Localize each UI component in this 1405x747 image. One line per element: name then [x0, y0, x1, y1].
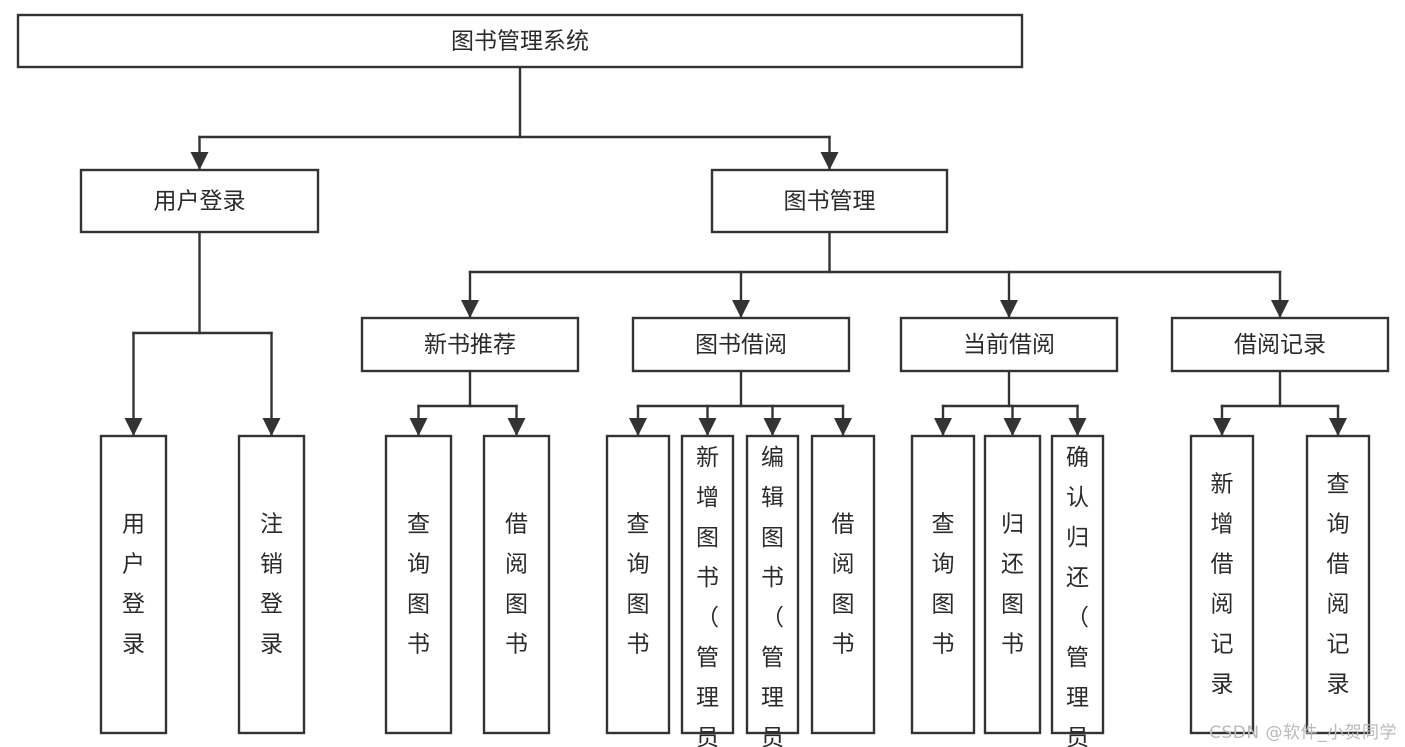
- arrow-head-icon: [934, 418, 952, 436]
- node-leaf-current-return-book[interactable]: 归还图书: [983, 434, 1042, 735]
- node-book-management[interactable]: 图书管理: [710, 168, 949, 234]
- arrow-head-icon: [698, 418, 717, 436]
- node-label-leaf-borrow-add-book: 新增图书（管理员）: [696, 445, 719, 747]
- node-current-borrow[interactable]: 当前借阅: [899, 316, 1119, 373]
- node-box-borrow-records[interactable]: [1170, 316, 1390, 373]
- arrow-head-icon: [124, 418, 143, 436]
- node-box-leaf-borrow-edit-book[interactable]: [745, 434, 800, 735]
- node-label-leaf-borrow-query-book: 查询图书: [627, 511, 650, 657]
- arrow-head-icon: [409, 418, 428, 436]
- node-label-leaf-current-confirm-return: 确认归还（管理员）: [1066, 445, 1089, 747]
- arrow-head-icon: [1271, 300, 1289, 318]
- node-label-borrow-records: 借阅记录: [1234, 332, 1326, 358]
- arrow-head-icon: [1329, 418, 1347, 436]
- node-label-leaf-recommend-borrow-book: 借阅图书: [505, 511, 528, 657]
- node-label-book-borrow: 图书借阅: [695, 332, 787, 358]
- node-leaf-borrow-borrow-book[interactable]: 借阅图书: [810, 434, 876, 735]
- node-label-leaf-current-query-book: 查询图书: [932, 511, 955, 657]
- arrow-head-icon: [1213, 418, 1231, 436]
- node-label-leaf-user-login: 用户登录: [122, 511, 145, 657]
- node-label-leaf-user-logout: 注销登录: [260, 511, 283, 657]
- node-box-book-borrow[interactable]: [631, 316, 851, 373]
- node-label-leaf-recommend-query-book: 查询图书: [407, 511, 430, 657]
- arrow-head-icon: [629, 418, 647, 436]
- node-leaf-records-query-record[interactable]: 查询借阅记录: [1305, 434, 1371, 735]
- node-leaf-borrow-add-book[interactable]: 新增图书（管理员）: [680, 434, 735, 747]
- node-layer: 图书管理系统用户登录图书管理新书推荐图书借阅当前借阅借阅记录用户登录注销登录查询…: [16, 13, 1390, 747]
- node-new-book-recommend[interactable]: 新书推荐: [360, 316, 580, 373]
- node-box-leaf-current-return-book[interactable]: [983, 434, 1042, 735]
- node-box-leaf-borrow-add-book[interactable]: [680, 434, 735, 735]
- node-leaf-recommend-borrow-book[interactable]: 借阅图书: [482, 434, 551, 735]
- node-leaf-current-confirm-return[interactable]: 确认归还（管理员）: [1050, 434, 1105, 747]
- node-label-leaf-current-return-book: 归还图书: [1001, 511, 1024, 657]
- node-box-leaf-records-add-record[interactable]: [1189, 434, 1255, 735]
- node-label-user-login: 用户登录: [154, 189, 246, 215]
- node-leaf-records-add-record[interactable]: 新增借阅记录: [1189, 434, 1255, 735]
- node-leaf-user-login[interactable]: 用户登录: [99, 434, 168, 735]
- arrow-head-icon: [1000, 300, 1018, 318]
- arrow-head-icon: [763, 418, 782, 436]
- arrow-head-icon: [834, 418, 852, 436]
- watermark-text: CSDN @软件_小贺同学: [1209, 723, 1397, 743]
- node-box-leaf-borrow-borrow-book[interactable]: [810, 434, 876, 735]
- node-label-leaf-borrow-borrow-book: 借阅图书: [832, 511, 855, 657]
- arrow-head-icon: [507, 418, 526, 436]
- node-label-current-borrow: 当前借阅: [963, 332, 1055, 358]
- node-leaf-user-logout[interactable]: 注销登录: [237, 434, 306, 735]
- node-book-borrow[interactable]: 图书借阅: [631, 316, 851, 373]
- node-leaf-borrow-query-book[interactable]: 查询图书: [605, 434, 671, 735]
- node-box-root[interactable]: [16, 13, 1024, 69]
- node-box-leaf-records-query-record[interactable]: [1305, 434, 1371, 735]
- node-box-current-borrow[interactable]: [899, 316, 1119, 373]
- node-label-leaf-borrow-edit-book: 编辑图书（管理员）: [761, 445, 784, 747]
- node-label-leaf-records-add-record: 新增借阅记录: [1211, 471, 1234, 697]
- node-box-leaf-recommend-borrow-book[interactable]: [482, 434, 551, 735]
- node-box-leaf-current-query-book[interactable]: [910, 434, 976, 735]
- arrow-head-icon: [461, 300, 479, 318]
- arrow-head-icon: [262, 418, 281, 436]
- node-label-root: 图书管理系统: [451, 29, 589, 55]
- node-box-leaf-current-confirm-return[interactable]: [1050, 434, 1105, 735]
- node-box-new-book-recommend[interactable]: [360, 316, 580, 373]
- node-box-leaf-recommend-query-book[interactable]: [384, 434, 453, 735]
- node-leaf-current-query-book[interactable]: 查询图书: [910, 434, 976, 735]
- node-box-leaf-borrow-query-book[interactable]: [605, 434, 671, 735]
- node-box-leaf-user-login[interactable]: [99, 434, 168, 735]
- arrow-head-icon: [190, 152, 209, 170]
- node-leaf-recommend-query-book[interactable]: 查询图书: [384, 434, 453, 735]
- connector-layer: [124, 65, 1347, 437]
- arrow-head-icon: [732, 300, 750, 318]
- node-label-book-management: 图书管理: [784, 189, 876, 215]
- node-user-login[interactable]: 用户登录: [79, 168, 320, 234]
- node-box-leaf-user-logout[interactable]: [237, 434, 306, 735]
- node-leaf-borrow-edit-book[interactable]: 编辑图书（管理员）: [745, 434, 800, 747]
- node-label-new-book-recommend: 新书推荐: [424, 332, 516, 358]
- node-box-user-login[interactable]: [79, 168, 320, 234]
- arrow-head-icon: [820, 152, 839, 170]
- arrow-head-icon: [1003, 418, 1022, 436]
- node-borrow-records[interactable]: 借阅记录: [1170, 316, 1390, 373]
- node-root[interactable]: 图书管理系统: [16, 13, 1024, 69]
- arrow-head-icon: [1068, 418, 1087, 436]
- node-label-leaf-records-query-record: 查询借阅记录: [1327, 471, 1350, 697]
- node-box-book-management[interactable]: [710, 168, 949, 234]
